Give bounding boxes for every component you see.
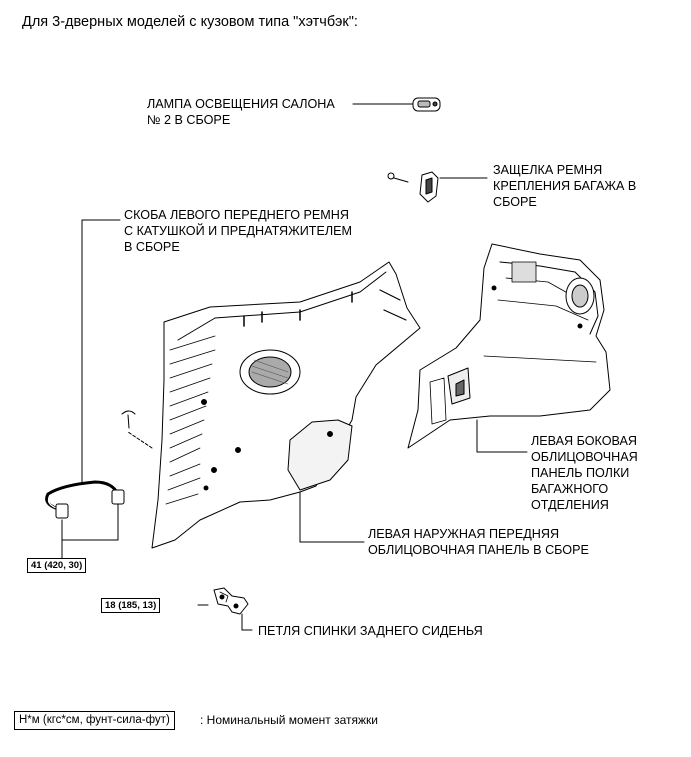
label-lamp: ЛАМПА ОСВЕЩЕНИЯ САЛОНА № 2 В СБОРЕ <box>147 97 335 127</box>
label-outer-panel: ЛЕВАЯ НАРУЖНАЯ ПЕРЕДНЯЯ ОБЛИЦОВОЧНАЯ ПАН… <box>368 527 589 557</box>
leader-hinge <box>241 613 253 631</box>
leader-torque-belt-right <box>61 499 119 541</box>
leader-outer-panel <box>299 491 365 543</box>
label-belt-bracket: СКОБА ЛЕВОГО ПЕРЕДНЕГО РЕМНЯ С КАТУШКОЙ … <box>124 208 353 254</box>
leader-side-panel <box>476 419 528 453</box>
page-title: Для 3-дверных моделей с кузовом типа "хэ… <box>22 14 358 30</box>
side-panel-part <box>407 243 611 449</box>
latch-part <box>387 171 439 203</box>
label-hinge: ПЕТЛЯ СПИНКИ ЗАДНЕГО СИДЕНЬЯ <box>258 624 483 638</box>
label-latch: ЗАЩЕЛКА РЕМНЯ КРЕПЛЕНИЯ БАГАЖА В СБОРЕ <box>493 163 637 209</box>
hinge-part <box>213 587 249 615</box>
label-side-panel: ЛЕВАЯ БОКОВАЯ ОБЛИЦОВОЧНАЯ ПАНЕЛЬ ПОЛКИ … <box>531 434 638 512</box>
torque-belt-bolt: 41 (420, 30) <box>27 558 87 573</box>
outer-panel-part <box>151 261 421 549</box>
clip-part <box>121 410 136 429</box>
leader-clip <box>127 431 153 449</box>
torque-hinge-bolt: 18 (185, 13) <box>101 598 161 613</box>
legend-description: : Номинальный момент затяжки <box>200 713 378 727</box>
belt-bracket-part <box>45 480 125 519</box>
legend-torque-units: Н*м (кгс*см, фунт-сила-фут) <box>14 711 175 730</box>
leader-belt-bracket <box>81 219 121 483</box>
lamp-part <box>412 97 441 112</box>
